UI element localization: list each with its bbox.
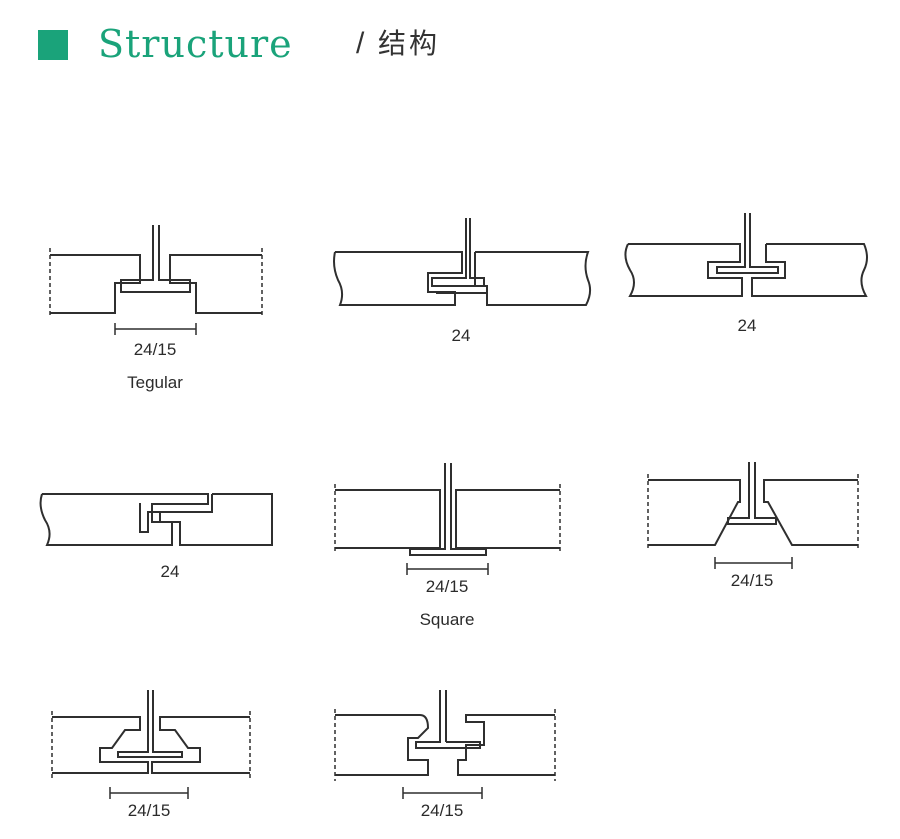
profile-1-name-label: Tegular bbox=[127, 373, 183, 392]
header-square-icon bbox=[38, 30, 68, 60]
profile-3-diagram bbox=[624, 213, 868, 297]
section-subtitle: 结构 bbox=[378, 27, 441, 60]
profile-4-diagram bbox=[39, 493, 273, 546]
profile-8-dimension-label: 24/15 bbox=[420, 801, 464, 820]
profile-5-dimension-label: 24/15 bbox=[425, 577, 469, 596]
profile-3-dimension-label: 24 bbox=[737, 316, 757, 335]
profile-6-dimension-label: 24/15 bbox=[730, 571, 774, 590]
profile-2-dimension-label: 24 bbox=[451, 326, 471, 345]
profile-7-diagram bbox=[51, 690, 251, 799]
profile-6-diagram bbox=[647, 462, 859, 569]
profile-2-diagram bbox=[333, 218, 592, 306]
profile-square-diagram bbox=[334, 463, 561, 575]
profile-tegular-diagram bbox=[49, 225, 263, 335]
profile-4-dimension-label: 24 bbox=[160, 562, 180, 581]
section-header: Structure / 结构 bbox=[38, 20, 638, 68]
profile-1-dimension-label: 24/15 bbox=[133, 340, 177, 359]
profile-8-diagram bbox=[334, 690, 556, 799]
profile-5-name-label: Square bbox=[419, 610, 475, 629]
section-title: Structure bbox=[98, 22, 293, 66]
title-separator: / bbox=[356, 27, 365, 60]
profile-7-dimension-label: 24/15 bbox=[127, 801, 171, 820]
